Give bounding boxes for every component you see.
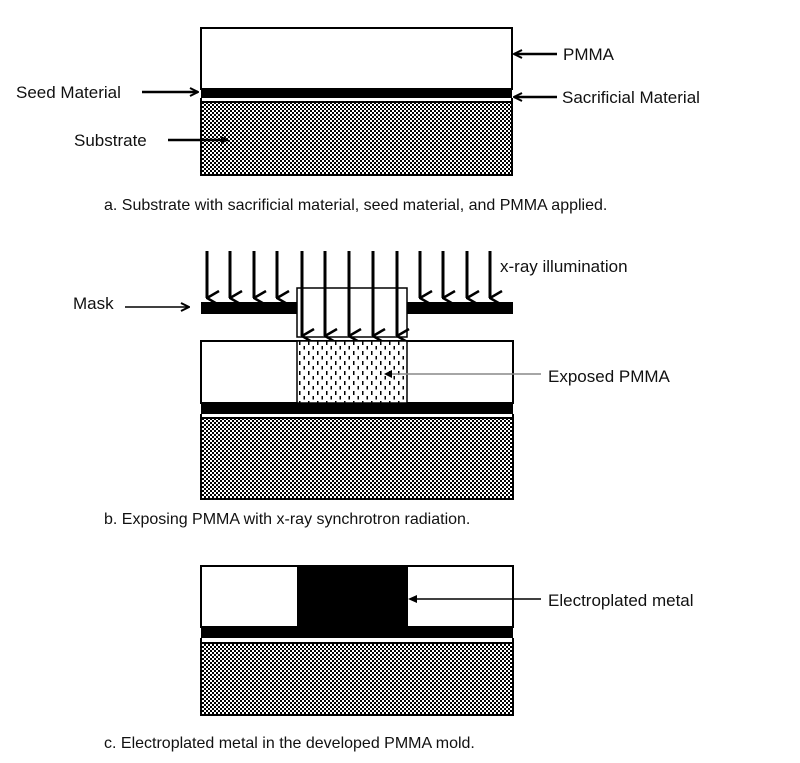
sacrificial-seed-layer-c bbox=[201, 627, 513, 638]
exposed-pmma-pointer bbox=[384, 370, 392, 378]
sacrificial-seed-layer bbox=[201, 89, 512, 98]
caption-b: b. Exposing PMMA with x-ray synchrotron … bbox=[104, 511, 470, 528]
caption-c: c. Electroplated metal in the developed … bbox=[104, 735, 475, 752]
electroplated-metal-pointer bbox=[408, 595, 417, 603]
panel-a: PMMA Sacrificial Material Seed Material … bbox=[16, 27, 700, 214]
exposed-pmma-label: Exposed PMMA bbox=[548, 367, 671, 386]
mask-opening bbox=[296, 287, 408, 338]
seed-material-label: Seed Material bbox=[16, 83, 121, 102]
mask-label: Mask bbox=[73, 294, 114, 313]
substrate-layer-c bbox=[200, 642, 514, 716]
sacrificial-seed-layer-b bbox=[201, 403, 513, 414]
electroplated-metal-label: Electroplated metal bbox=[548, 591, 694, 610]
panel-b: x-ray illumination Mask Exposed PMMA b. … bbox=[73, 251, 671, 528]
xray-illumination-label: x-ray illumination bbox=[500, 257, 628, 276]
electroplated-metal bbox=[297, 566, 408, 627]
caption-a: a. Substrate with sacrificial material, … bbox=[104, 197, 607, 214]
pmma-label: PMMA bbox=[563, 45, 615, 64]
pmma-layer bbox=[200, 27, 513, 90]
mask-left bbox=[201, 302, 297, 314]
substrate-layer bbox=[200, 101, 513, 176]
mask-right bbox=[407, 302, 513, 314]
panel-c: Electroplated metal c. Electroplated met… bbox=[104, 565, 694, 752]
xray-arrows bbox=[205, 251, 490, 336]
sacrificial-material-label: Sacrificial Material bbox=[562, 88, 700, 107]
substrate-layer-b bbox=[200, 417, 514, 500]
substrate-label: Substrate bbox=[74, 131, 147, 150]
